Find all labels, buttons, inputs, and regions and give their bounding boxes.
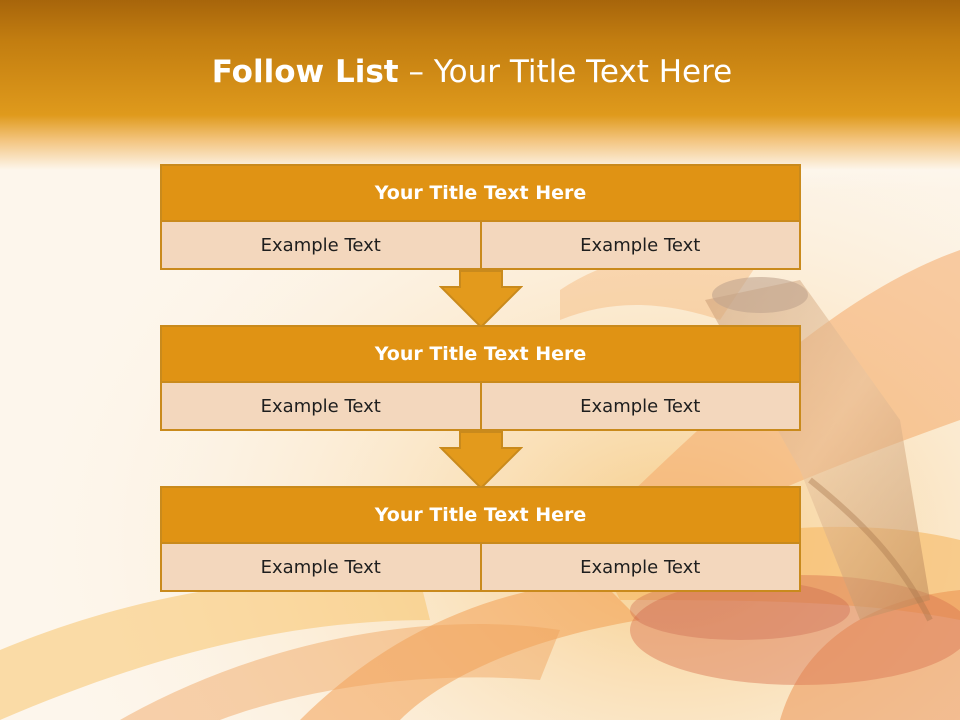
block-row: Example Text Example Text: [162, 544, 799, 590]
block-title: Your Title Text Here: [162, 488, 799, 544]
down-arrow-icon: [439, 270, 523, 328]
down-arrow-icon: [439, 431, 523, 489]
block-row: Example Text Example Text: [162, 383, 799, 429]
header-band: [0, 0, 960, 190]
list-block-1: Your Title Text Here Example Text Exampl…: [160, 164, 801, 270]
block-cell-left: Example Text: [260, 556, 381, 578]
block-row: Example Text Example Text: [162, 222, 799, 268]
block-title: Your Title Text Here: [162, 327, 799, 383]
block-cell-right: Example Text: [479, 222, 800, 268]
block-cell-right: Example Text: [479, 544, 800, 590]
list-block-3: Your Title Text Here Example Text Exampl…: [160, 486, 801, 592]
slide-title-rest: – Your Title Text Here: [408, 54, 733, 90]
list-block-2: Your Title Text Here Example Text Exampl…: [160, 325, 801, 431]
block-cell-left: Example Text: [260, 395, 381, 417]
block-cell-right: Example Text: [479, 383, 800, 429]
slide-title: Follow List – Your Title Text Here: [0, 54, 944, 90]
block-cell-left: Example Text: [260, 234, 381, 256]
block-title: Your Title Text Here: [162, 166, 799, 222]
slide-title-bold: Follow List: [211, 54, 399, 90]
